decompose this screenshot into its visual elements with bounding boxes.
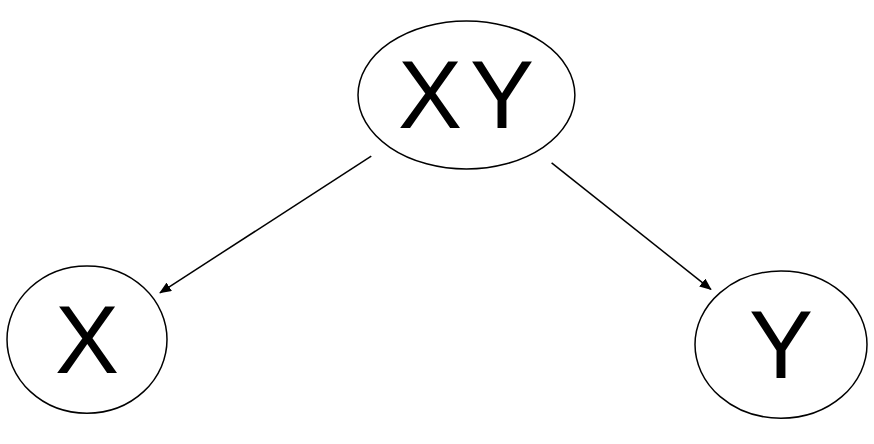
chromosome-label: X xyxy=(51,292,123,388)
division-arrow xyxy=(160,156,371,293)
cell-circle: Y xyxy=(694,270,868,419)
chromosome-label: Y xyxy=(466,47,538,143)
cell-circle: X xyxy=(6,265,168,414)
cell-outline xyxy=(357,20,576,170)
cell-circle: XY xyxy=(357,20,576,170)
chromosome-label: X xyxy=(394,47,466,143)
chromosome-label: Y xyxy=(745,297,817,393)
division-arrow xyxy=(552,163,711,289)
